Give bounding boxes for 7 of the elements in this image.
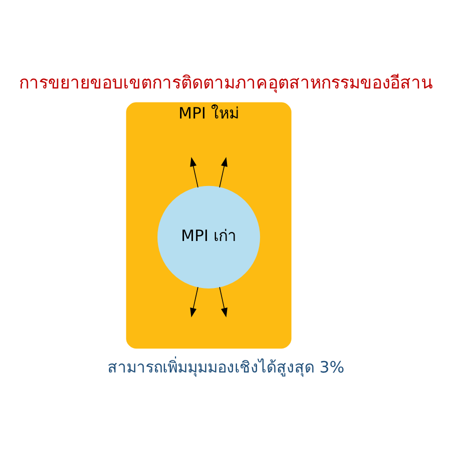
arrow xyxy=(190,286,198,317)
arrow xyxy=(218,286,227,317)
caption: สามารถเพิ่มมุมมองเชิงได้สูงสุด 3% xyxy=(107,356,344,376)
arrow xyxy=(190,156,198,188)
arrow xyxy=(218,156,227,188)
diagram-title: การขยายขอบเขตการติดตามภาคอุตสาหกรรมของอีสาน xyxy=(18,72,432,93)
node-circle: MPI เก่า xyxy=(156,185,260,288)
